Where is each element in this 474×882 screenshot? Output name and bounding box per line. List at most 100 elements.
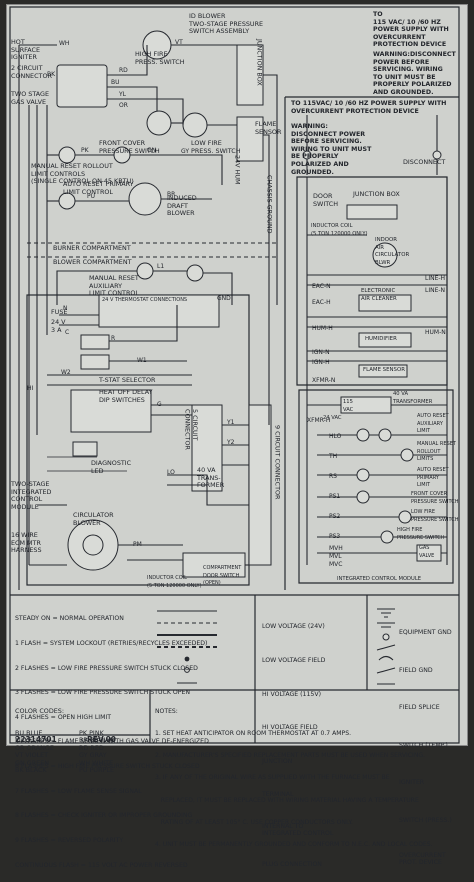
- status-code: 2 FLASHES = LOW FIRE PRESSURE SWITCH STU…: [15, 664, 198, 672]
- terminal-label: MVH: [329, 545, 343, 552]
- terminal-label: EAC-H: [312, 299, 331, 306]
- terminal-label: PS1: [329, 493, 341, 500]
- terminal-label: XFMR-H: [307, 417, 331, 424]
- nine-circuit-label: 9 CIRCUIT CONNECTOR: [273, 425, 282, 500]
- wire-code-label: BR: [167, 191, 176, 198]
- status-code: STEADY ON = NORMAL OPERATION: [15, 615, 124, 623]
- color-code: YL YELLOW: [15, 736, 51, 745]
- note: 2. MANUFACTURER'S SPECIFIED REPLACEMENT …: [155, 752, 426, 760]
- gas-valve-right-label: GAS VALVE: [419, 545, 435, 559]
- wire-code-label: GN: [147, 147, 157, 154]
- terminal-label: TH: [329, 453, 338, 460]
- wire-code-label: GY: [181, 148, 190, 155]
- color-code: VT VIOLET: [15, 751, 49, 760]
- tstat-selector-label: T-STAT SELECTOR: [99, 376, 156, 384]
- two-stage-module-label: TWO-STAGE INTEGRATED CONTROL MODULE: [11, 480, 52, 511]
- aux-limit-right-label: AUTO RESET AUXILIARY LIMIT: [417, 413, 449, 435]
- notes-block: NOTES: 1. SET HEAT ANTICIPATOR ON ROOM T…: [155, 693, 433, 856]
- color-code: BR BROWN: [79, 736, 115, 745]
- color-code-row: BU BLUE PK PINK: [15, 729, 115, 738]
- induced-draft-blower-label: INDUCED DRAFT BLOWER: [167, 194, 197, 218]
- disconnect-label: DISCONNECT: [403, 158, 446, 166]
- wire-code-label: BK: [47, 71, 56, 78]
- wire-code-label: PM: [133, 541, 142, 548]
- wire-code-label: PK: [81, 147, 89, 154]
- power-supply-right: TO 115VAC/ 10 /60 HZ POWER SUPPLY WITH O…: [291, 100, 447, 115]
- note: REPLACED, IT MUST BE REPLACED WITH WIRIN…: [155, 796, 419, 804]
- wire-code-label: YL: [119, 91, 127, 98]
- status-code: 4 FLASHES = OPEN HIGH LIMIT: [15, 713, 112, 721]
- wire-code-label: RD: [119, 67, 128, 74]
- terminal-label: LINE-N: [425, 287, 446, 294]
- circulator-blower-label: CIRCULATOR BLOWER: [73, 511, 114, 527]
- heat-off-delay-label: HEAT OFF DELAY DIP SWITCHES: [99, 388, 153, 404]
- color-code-row: YL YELLOW BR BROWN: [15, 736, 115, 745]
- wire-code-label: R: [111, 335, 116, 342]
- terminal-label: MVL: [329, 553, 342, 560]
- color-code: BU BLUE: [15, 729, 43, 738]
- burner-compartment-label: BURNER COMPARTMENT: [53, 244, 131, 252]
- notes-title: NOTES:: [155, 707, 178, 715]
- wire-code-label: G: [157, 401, 162, 408]
- primary-limit-label: AUTO RESET PRIMARY LIMIT CONTROL: [63, 180, 134, 196]
- door-switch-low-label: COMPARTMENT DOOR SWITCH (OPEN): [203, 565, 242, 587]
- terminal-label: PS3: [329, 533, 341, 540]
- line-legend-item: LOW VOLTAGE FIELD: [262, 657, 326, 665]
- aux-limit-label: MANUAL RESET AUXILIARY LIMIT CONTROL: [89, 274, 139, 298]
- flame-sensor-right-label: FLAME SENSOR: [363, 367, 405, 373]
- fuse-label: FUSE: [51, 308, 68, 316]
- terminal-label: HUM-N: [425, 329, 446, 336]
- wire-code-label: BU: [111, 79, 120, 86]
- ecm-harness-label: 16 WIRE ECM MTR HARNESS: [11, 531, 42, 555]
- power-supply-top: TO 115 VAC/ 10 /60 HZ POWER SUPPLY WITH …: [373, 11, 449, 49]
- wire-code-label: Y1: [227, 419, 235, 426]
- wire-code-label: LO: [167, 469, 175, 476]
- terminal-label: XFMR-N: [312, 377, 336, 384]
- inductor-coil-label: INDUCTOR COIL (5 TON 120000 ONLY): [147, 575, 202, 589]
- line-legend-item: HI VOLTAGE (115V): [262, 690, 321, 698]
- terminal-label: LINE-H: [425, 275, 446, 282]
- 24v-hum-label: 24V HUM: [233, 155, 242, 185]
- symbol-legend-item: FIELD GND: [399, 666, 433, 674]
- wire-code-label: W1: [137, 357, 147, 364]
- wire-code-label: WH: [59, 40, 70, 47]
- wire-code-label: HI: [27, 385, 34, 392]
- status-code: 5 FLASHES = FLAME SENSED WITH GAS VALVE …: [15, 738, 209, 746]
- symbol-legend-item: SWITCH (TEMP.): [399, 741, 448, 749]
- note: 4. UNIT MUST BE PERMANENTLY GROUNDED AND…: [155, 841, 433, 849]
- part-number: 22314701: [15, 735, 57, 744]
- indoor-blower-label: INDOOR AIR CIRCULATOR BLWR: [375, 237, 410, 266]
- terminal-label: IGN-H: [312, 359, 330, 366]
- low-fire-switch-label: LOW FIRE PRESS. SWITCH: [191, 139, 241, 155]
- terminal-label: RS: [329, 473, 337, 480]
- wire-code-label: GND: [217, 295, 231, 302]
- symbol-legend-item: EQUIPMENT GND: [399, 629, 452, 636]
- diagnostic-led-label: DIAGNOSTIC LED: [91, 459, 132, 475]
- fuse-rating: 24 V 3 A: [51, 318, 66, 334]
- chassis-ground-label: CHASSIS GROUND: [265, 175, 274, 234]
- wire-code-label: PU: [87, 193, 96, 200]
- terminal-label: EAC-N: [312, 283, 331, 290]
- color-code: PK PINK: [79, 729, 104, 738]
- wire-code-label: VT: [175, 39, 183, 46]
- wire-code-label: L1: [157, 263, 165, 270]
- low-fire-right-label: LOW FIRE PRESSURE SWITCH: [411, 509, 459, 523]
- warning-top: WARNING:DISCONNECT POWER BEFORE SERVICIN…: [373, 51, 456, 96]
- color-codes-title: COLOR CODES:: [15, 706, 64, 715]
- junction-box-right-label: JUNCTION BOX: [353, 190, 400, 198]
- high-fire-right-label: HIGH FIRE PRESSURE SWITCH: [397, 527, 445, 541]
- rollout-right-label: MANUAL RESET ROLLOUT LIMITS: [417, 441, 456, 463]
- door-switch-label: DOOR SWITCH: [313, 192, 339, 208]
- gas-valve-body: [56, 64, 108, 108]
- front-cover-right-label: FRONT COVER PRESSURE SWITCH: [411, 491, 459, 505]
- line-legend-item: LOW VOLTAGE (24V): [262, 623, 325, 631]
- wiring-diagram-sheet: HOT SURFACE IGNITER 2 CIRCUIT CONNECTOR …: [6, 4, 468, 869]
- five-circuit-label: 5 CIRCUIT CONNECTOR: [183, 409, 200, 450]
- note: 3. IF ANY OF THE ORIGINAL WIRE AS SUPPLI…: [155, 774, 390, 782]
- front-cover-switch-label: FRONT COVER PRESSURE SWITCH: [99, 139, 160, 155]
- vac-24-label: 24 VAC: [323, 415, 342, 421]
- blower-compartment-label: BLOWER COMPARTMENT: [53, 258, 132, 266]
- revision: REV.00: [87, 735, 117, 744]
